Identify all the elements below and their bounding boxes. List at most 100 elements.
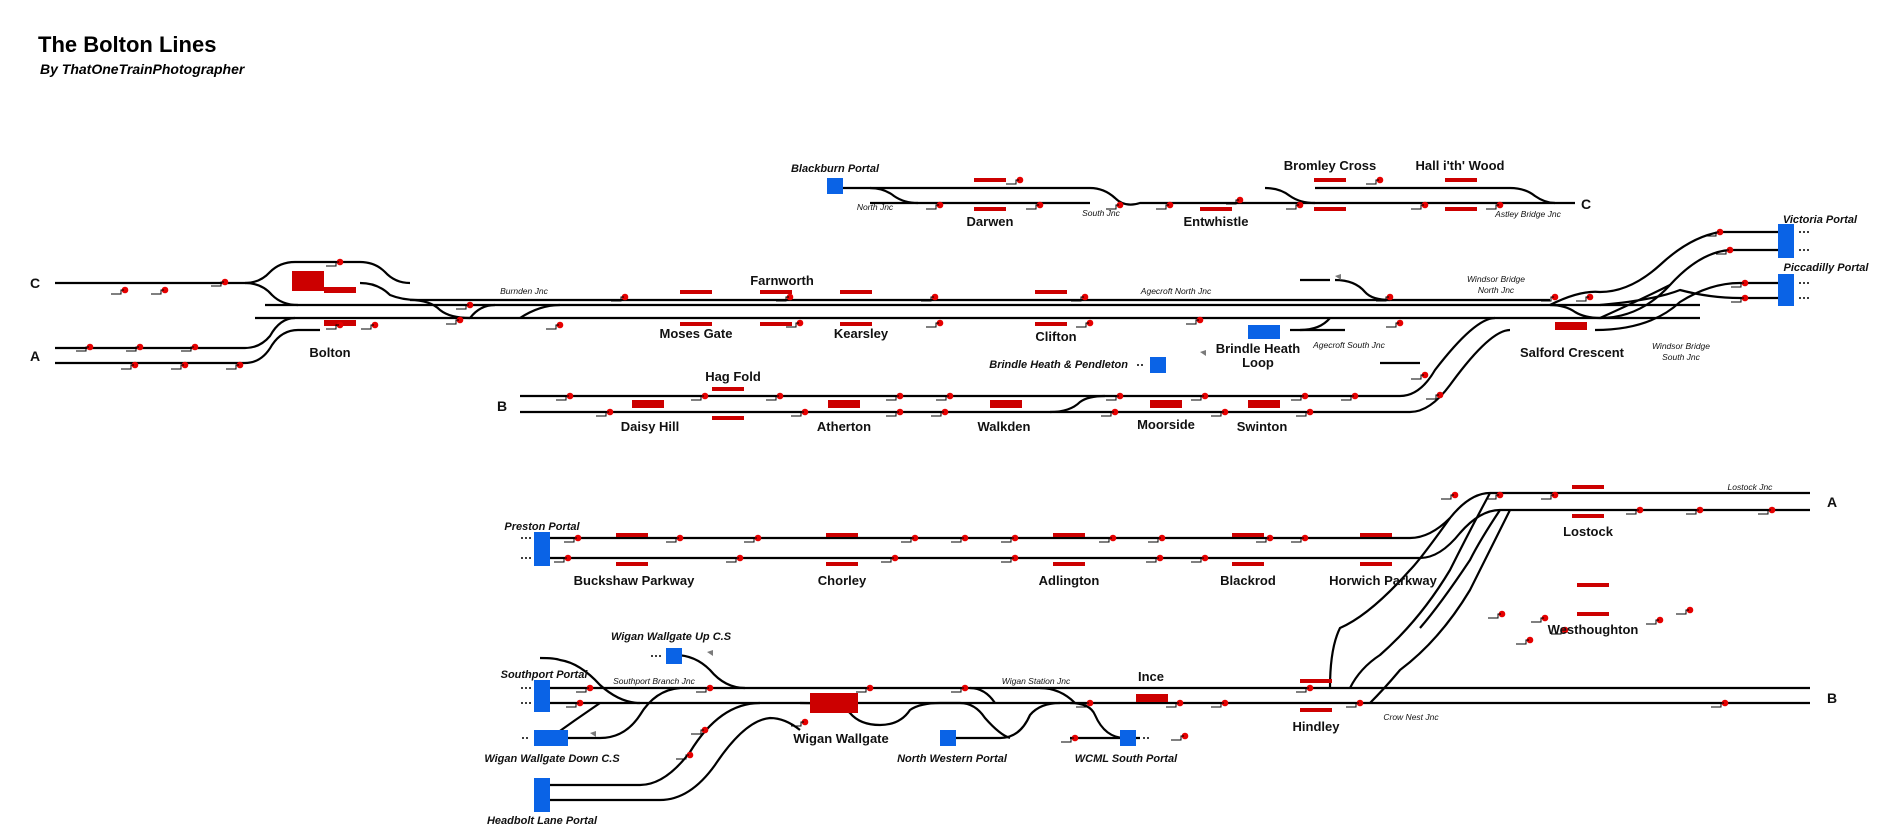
signal bbox=[621, 293, 629, 301]
signal bbox=[1496, 201, 1504, 209]
signal bbox=[1156, 554, 1164, 562]
signal bbox=[1016, 176, 1024, 184]
label-victoria-portal: Victoria Portal bbox=[1783, 214, 1858, 226]
signal-post bbox=[1711, 702, 1724, 708]
signal bbox=[161, 286, 169, 294]
station-label-moorside: Moorside bbox=[1137, 417, 1195, 432]
signal bbox=[1236, 196, 1244, 204]
signal-post bbox=[171, 364, 184, 370]
signal bbox=[896, 392, 904, 400]
station-label-farnworth: Farnworth bbox=[750, 273, 814, 288]
signal bbox=[1351, 392, 1359, 400]
page-title: The Bolton Lines bbox=[38, 32, 217, 57]
signal-post bbox=[676, 754, 689, 760]
signal-post bbox=[126, 346, 139, 352]
signal-post bbox=[1551, 629, 1564, 635]
signal bbox=[121, 286, 129, 294]
signal-post bbox=[1106, 395, 1119, 401]
signal bbox=[961, 684, 969, 692]
station-label-hag-fold: Hag Fold bbox=[705, 369, 761, 384]
signal-post bbox=[1426, 394, 1439, 400]
station-label-moses-gate: Moses Gate bbox=[660, 326, 733, 341]
signal-post bbox=[1676, 609, 1689, 615]
signal-post bbox=[1716, 249, 1729, 255]
label-agecroft-north-jnc: Agecroft North Jnc bbox=[1140, 286, 1212, 296]
signal-post bbox=[1001, 557, 1014, 563]
station-label-lostock: Lostock bbox=[1563, 524, 1614, 539]
signal-post bbox=[1256, 537, 1269, 543]
station-label-darwen: Darwen bbox=[967, 214, 1014, 229]
signal bbox=[236, 361, 244, 369]
signal-post bbox=[1541, 494, 1554, 500]
signals bbox=[76, 176, 1776, 760]
signal-post bbox=[691, 729, 704, 735]
signal-post bbox=[1758, 509, 1771, 515]
signal bbox=[1166, 201, 1174, 209]
signal-post bbox=[1211, 702, 1224, 708]
signal-post bbox=[1006, 179, 1019, 185]
signal-post bbox=[1366, 179, 1379, 185]
signal-post bbox=[766, 395, 779, 401]
signal-post bbox=[1001, 537, 1014, 543]
signal bbox=[136, 343, 144, 351]
signal-post bbox=[856, 687, 869, 693]
signal bbox=[701, 726, 709, 734]
signal-post bbox=[886, 395, 899, 401]
label-windsor-bridge-north-1: Windsor Bridge bbox=[1467, 274, 1525, 284]
signal-post bbox=[691, 395, 704, 401]
signal bbox=[1551, 491, 1559, 499]
line-end-a-left: A bbox=[30, 348, 40, 364]
signal bbox=[1296, 201, 1304, 209]
signal bbox=[1036, 201, 1044, 209]
signal bbox=[1716, 228, 1724, 236]
station-label-brindle-heath-loop: Loop bbox=[1242, 355, 1274, 370]
signal bbox=[946, 392, 954, 400]
signal bbox=[776, 392, 784, 400]
signal bbox=[86, 343, 94, 351]
station-label-salford-crescent: Salford Crescent bbox=[1520, 345, 1625, 360]
signal bbox=[676, 534, 684, 542]
signal-post bbox=[326, 261, 339, 267]
signal-post bbox=[951, 537, 964, 543]
label-headbolt-lane-portal: Headbolt Lane Portal bbox=[487, 815, 598, 827]
signal-post bbox=[1296, 411, 1309, 417]
signal-post bbox=[1099, 537, 1112, 543]
signal-post bbox=[1148, 537, 1161, 543]
signal bbox=[556, 321, 564, 329]
signal bbox=[1011, 534, 1019, 542]
label-windsor-bridge-south-1: Windsor Bridge bbox=[1652, 341, 1710, 351]
label-wigan-station-jnc: Wigan Station Jnc bbox=[1002, 676, 1071, 686]
signal-post bbox=[1346, 702, 1359, 708]
victoria-portal bbox=[1778, 224, 1794, 258]
preston-portal bbox=[534, 532, 550, 566]
signal-post bbox=[546, 324, 559, 330]
signal-post bbox=[1211, 411, 1224, 417]
station-label-brindle-heath: Brindle Heath bbox=[1216, 341, 1301, 356]
signal-post bbox=[791, 721, 804, 727]
signal-post bbox=[744, 537, 757, 543]
signal-post bbox=[1731, 282, 1744, 288]
signal-post bbox=[456, 304, 469, 310]
signal-post bbox=[1486, 494, 1499, 500]
label-north-western-portal: North Western Portal bbox=[897, 753, 1008, 765]
signal bbox=[786, 293, 794, 301]
label-wigan-down-cs: Wigan Wallgate Down C.S bbox=[484, 753, 620, 765]
preston-line-tracks bbox=[540, 491, 1810, 560]
label-south-jnc: South Jnc bbox=[1082, 208, 1121, 218]
signal bbox=[1011, 554, 1019, 562]
line-end-c-top: C bbox=[1581, 196, 1591, 212]
signal-post bbox=[1486, 204, 1499, 210]
signal bbox=[1221, 408, 1229, 416]
signal bbox=[371, 321, 379, 329]
signal bbox=[1176, 699, 1184, 707]
signal bbox=[1726, 246, 1734, 254]
signal-post bbox=[926, 322, 939, 328]
station-label-hall-ith-wood: Hall i'th' Wood bbox=[1416, 158, 1505, 173]
label-wigan-up-cs: Wigan Wallgate Up C.S bbox=[611, 631, 732, 643]
signal-post bbox=[1376, 296, 1389, 302]
signal bbox=[574, 534, 582, 542]
signal-post bbox=[1076, 322, 1089, 328]
signal bbox=[801, 408, 809, 416]
signal bbox=[1561, 626, 1569, 634]
signal bbox=[1116, 392, 1124, 400]
